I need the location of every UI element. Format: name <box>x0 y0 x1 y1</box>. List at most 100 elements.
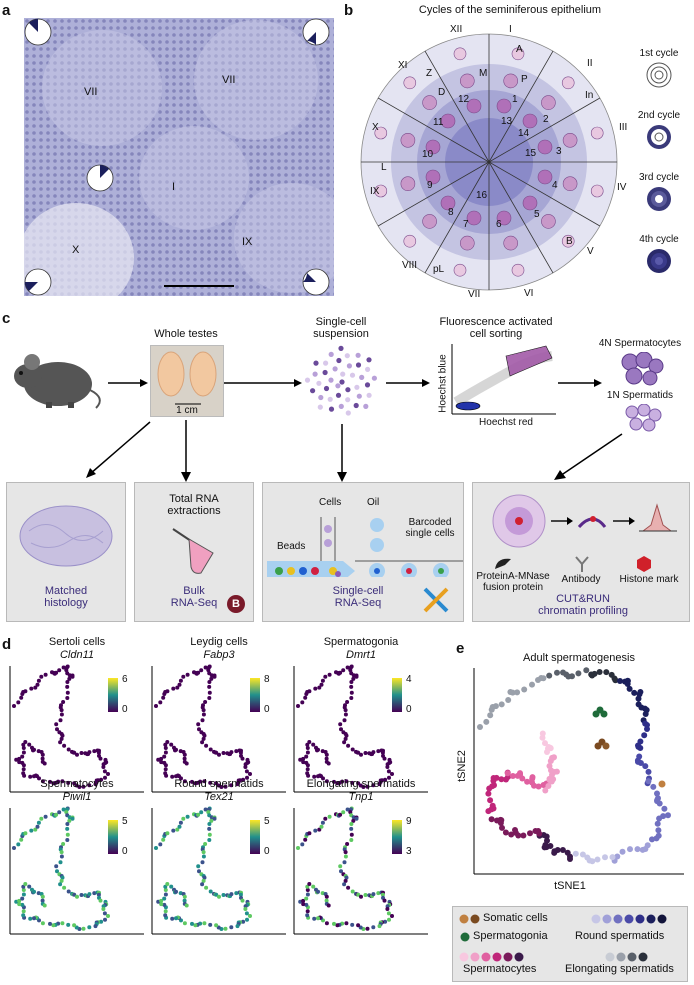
histology-box: Matched histology <box>6 482 126 622</box>
cell-dot <box>55 727 59 732</box>
tsne-cell <box>545 744 552 750</box>
cell-dot <box>177 682 182 687</box>
cell-dot <box>345 842 350 846</box>
cell-dot <box>174 889 178 894</box>
cell-dot <box>21 771 26 776</box>
cell-dot <box>190 779 194 784</box>
cell-dot <box>67 676 72 681</box>
tsne-cell <box>492 703 499 710</box>
cell-dot <box>307 882 312 886</box>
cell-dot <box>106 772 110 776</box>
cell-dot <box>345 700 350 704</box>
tube-icon <box>172 528 214 574</box>
cell-dot <box>358 925 363 930</box>
cell-dot <box>33 685 38 690</box>
tsne-cell <box>619 848 626 855</box>
cell-dot <box>159 898 164 903</box>
tsne-cell <box>635 695 642 702</box>
step-number: 6 <box>496 219 502 230</box>
cell-dot <box>248 772 252 776</box>
cycle-icon-4 <box>647 249 671 273</box>
germ-cell <box>496 210 512 226</box>
suspended-cell <box>327 396 333 402</box>
cell-dot <box>87 750 92 755</box>
cell-dot <box>324 921 329 926</box>
cell-letter: P <box>521 74 528 85</box>
cell-dot <box>175 827 180 832</box>
cell-letter: A <box>516 44 523 55</box>
cell-dot <box>248 914 252 918</box>
cell-dot <box>43 814 48 819</box>
cell-dot <box>343 712 348 717</box>
panel-b-label: b <box>344 2 354 19</box>
cell-dot <box>20 760 25 765</box>
cell-dot <box>40 898 45 903</box>
cell-dot <box>339 869 343 874</box>
antibody-label: Antibody <box>561 574 601 585</box>
tsne-cell <box>645 778 652 785</box>
bulk-badge: B <box>227 595 245 613</box>
single-cell-label: Single-cell suspension <box>313 316 369 340</box>
cell-dot <box>319 824 324 829</box>
cell-dot <box>303 837 308 842</box>
panel-c-label: c <box>2 310 11 327</box>
tsne-cell <box>519 775 526 782</box>
colorbar-max: 9 <box>406 816 412 827</box>
cell-dot <box>324 752 329 757</box>
cell-dot <box>339 727 343 732</box>
cell-dot <box>313 828 318 833</box>
germ-cell <box>425 169 441 185</box>
cell-dot <box>229 750 234 755</box>
cell-dot <box>197 727 201 732</box>
cell-dot <box>163 746 168 750</box>
cell-dot <box>343 878 348 883</box>
cell-dot <box>387 775 391 780</box>
cell-dot <box>305 892 310 897</box>
germ-cell <box>503 73 518 89</box>
cycle-label: 1st cycle <box>639 48 679 59</box>
histone-mark-icon <box>637 556 651 572</box>
spermatocytes-cluster <box>621 352 664 386</box>
cell-dot <box>320 678 325 683</box>
cell-dot <box>59 712 64 717</box>
cell-dot <box>209 818 214 823</box>
cell-letter: D <box>438 87 446 98</box>
facs-label: Fluorescence activated cell sorting <box>439 316 553 340</box>
tsne-cell <box>502 829 509 836</box>
cell-dot <box>200 882 205 887</box>
cell-dot <box>51 781 56 786</box>
step-number: 2 <box>543 114 549 125</box>
cell-dot <box>70 816 75 821</box>
tsne-cluster-cell <box>600 710 608 718</box>
suspended-cell <box>328 406 335 412</box>
cell-dot <box>178 678 183 683</box>
cell-dot <box>159 756 164 761</box>
cell-dot <box>163 913 168 918</box>
suspended-cell <box>354 384 360 390</box>
cell-dot <box>206 668 211 673</box>
cell-dot <box>193 781 198 786</box>
cell-dot <box>350 747 355 752</box>
cell-dot <box>171 828 176 833</box>
cell-dot <box>201 854 206 859</box>
cell-dot <box>103 775 107 780</box>
tsne-cell <box>485 790 492 797</box>
cell-dot <box>383 919 388 924</box>
cell-dot <box>223 926 228 931</box>
cell-dot <box>165 882 170 886</box>
cell-dot <box>301 898 306 903</box>
cell-dot <box>356 892 361 897</box>
cell-dot <box>305 767 310 772</box>
cell-dot <box>305 909 310 914</box>
cell-dot <box>181 674 186 679</box>
tsne-cell <box>505 697 512 703</box>
arrow-down-3 <box>337 424 347 482</box>
cell-dot <box>203 700 208 704</box>
cell-dot <box>214 923 219 928</box>
cell-dot <box>65 832 70 837</box>
stage-spoke <box>488 50 554 163</box>
cell-dot <box>66 922 71 927</box>
cell-dot <box>301 760 306 765</box>
cell-dot <box>356 781 361 786</box>
cycle-icon-2 <box>647 125 671 149</box>
